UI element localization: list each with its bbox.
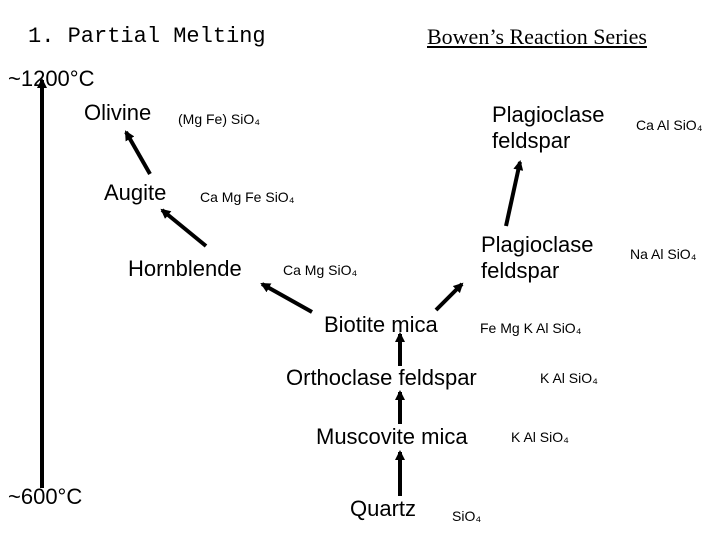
reaction-series-title: Bowen’s Reaction Series [427, 24, 647, 49]
calcic-plagioclase-line2: feldspar [492, 128, 571, 153]
sodic-plagioclase-line1: Plagioclase [481, 232, 594, 257]
sodic-plagioclase-line2: feldspar [481, 258, 560, 283]
low-temperature-label: ~600°C [8, 484, 83, 509]
muscovite-mica-label: Muscovite mica [316, 424, 468, 449]
hornblende-formula: Ca Mg SiO₄ [283, 262, 358, 278]
biotite-to-hornblende-arrow [260, 282, 313, 314]
biotite-mica-label: Biotite mica [324, 312, 438, 337]
calcic-plagioclase-line1: Plagioclase [492, 102, 605, 127]
quartz-formula: SiO₄ [452, 508, 482, 524]
olivine-label: Olivine [84, 100, 152, 125]
high-temperature-label: ~1200°C [8, 66, 95, 91]
calcic-plagioclase-label: Plagioclase feldspar [492, 102, 605, 154]
olivine-formula: (Mg Fe) SiO₄ [178, 111, 260, 127]
orthoclase-feldspar-formula: K Al SiO₄ [540, 370, 598, 386]
hornblende-label: Hornblende [128, 256, 242, 281]
biotite-mica-formula: Fe Mg K Al SiO₄ [480, 320, 582, 336]
augite-to-olivine-arrow [124, 130, 152, 175]
hornblende-to-augite-arrow [160, 208, 208, 248]
sodic-plagioclase-label: Plagioclase feldspar [481, 232, 594, 284]
sodic-plagioclase-formula: Na Al SiO₄ [630, 246, 697, 262]
plagioclase-to-plagioclase-arrow [504, 160, 524, 227]
augite-formula: Ca Mg Fe SiO₄ [200, 189, 295, 205]
muscovite-mica-formula: K Al SiO₄ [511, 429, 569, 445]
calcic-plagioclase-formula: Ca Al SiO₄ [636, 117, 703, 133]
quartz-label: Quartz [350, 496, 417, 521]
orthoclase-feldspar-label: Orthoclase feldspar [286, 365, 477, 390]
augite-label: Augite [104, 180, 167, 205]
partial-melting-heading: 1. Partial Melting [28, 24, 266, 49]
biotite-to-plagioclase-arrow [434, 282, 464, 312]
